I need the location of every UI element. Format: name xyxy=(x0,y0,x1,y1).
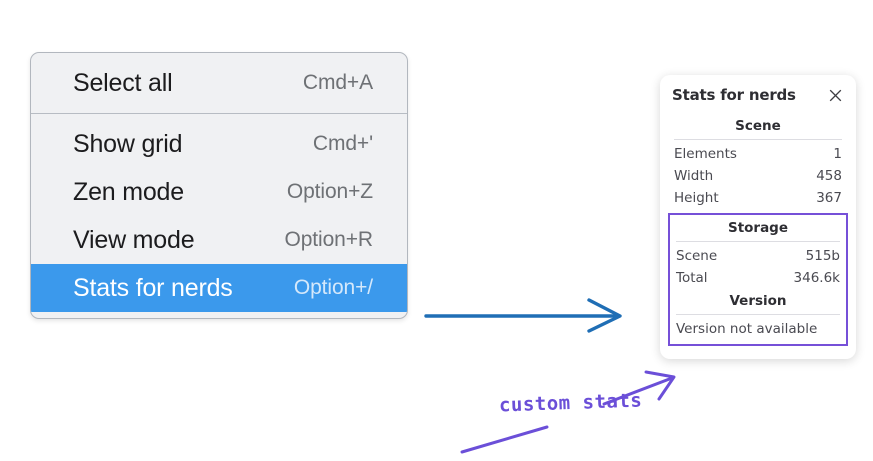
stat-row: Width 458 xyxy=(672,165,844,187)
stat-row: Total 346.6k xyxy=(674,267,842,289)
section-heading-scene: Scene xyxy=(735,118,781,134)
section-rule xyxy=(676,314,840,315)
panel-title: Stats for nerds xyxy=(672,86,796,104)
section-rule xyxy=(676,241,840,242)
menu-item-view-mode[interactable]: View mode Option+R xyxy=(31,216,407,264)
section-scene: Scene Elements 1 Width 458 Height 367 xyxy=(672,114,844,209)
stat-value: 458 xyxy=(816,168,842,184)
stat-key: Width xyxy=(674,168,714,184)
section-rule xyxy=(674,139,842,140)
menu-item-zen-mode[interactable]: Zen mode Option+Z xyxy=(31,168,407,216)
menu-item-shortcut: Option+R xyxy=(284,228,373,251)
stat-row: Scene 515b xyxy=(674,245,842,267)
stat-row: Height 367 xyxy=(672,187,844,209)
stat-value: 367 xyxy=(816,190,842,206)
menu-group-2: Show grid Cmd+' Zen mode Option+Z View m… xyxy=(31,114,407,318)
menu-group-1: Select all Cmd+A xyxy=(31,53,407,113)
stat-value: 515b xyxy=(805,248,840,264)
purple-underline-stroke xyxy=(460,425,549,454)
custom-stats-annotation-label: custom stats xyxy=(498,389,643,417)
menu-item-shortcut: Option+Z xyxy=(286,180,373,203)
menu-item-label: Zen mode xyxy=(73,177,184,206)
section-storage: Storage Scene 515b Total 346.6k xyxy=(674,216,842,289)
menu-item-shortcut: Option+/ xyxy=(293,276,373,299)
menu-item-label: Select all xyxy=(73,68,173,97)
menu-divider xyxy=(31,113,407,114)
menu-item-label: Show grid xyxy=(73,129,183,158)
stat-value: 346.6k xyxy=(793,270,840,286)
stats-for-nerds-panel: Stats for nerds Scene Elements 1 Width 4… xyxy=(660,75,856,359)
section-heading-version: Version xyxy=(729,293,787,309)
menu-item-shortcut: Cmd+' xyxy=(312,132,373,155)
stat-key: Total xyxy=(676,270,708,286)
stat-row: Elements 1 xyxy=(672,143,844,165)
stat-key: Height xyxy=(674,190,719,206)
menu-item-stats-for-nerds[interactable]: Stats for nerds Option+/ xyxy=(31,264,407,312)
panel-header: Stats for nerds xyxy=(672,86,844,104)
menu-item-show-grid[interactable]: Show grid Cmd+' xyxy=(31,120,407,168)
close-icon[interactable] xyxy=(827,87,844,104)
stat-key: Scene xyxy=(676,248,718,264)
blue-arrow xyxy=(424,298,622,333)
stat-value: 1 xyxy=(833,146,842,162)
menu-item-label: View mode xyxy=(73,225,195,254)
stat-key: Elements xyxy=(674,146,737,162)
section-version: Version Version not available xyxy=(674,289,842,340)
custom-stats-outline: Storage Scene 515b Total 346.6k Version … xyxy=(668,213,848,346)
menu-item-shortcut: Cmd+A xyxy=(302,71,373,94)
context-menu[interactable]: Select all Cmd+A Show grid Cmd+' Zen mod… xyxy=(30,52,408,319)
version-text: Version not available xyxy=(676,321,818,337)
section-heading-storage: Storage xyxy=(727,220,789,236)
menu-item-label: Stats for nerds xyxy=(73,273,233,302)
menu-item-select-all[interactable]: Select all Cmd+A xyxy=(31,59,407,107)
